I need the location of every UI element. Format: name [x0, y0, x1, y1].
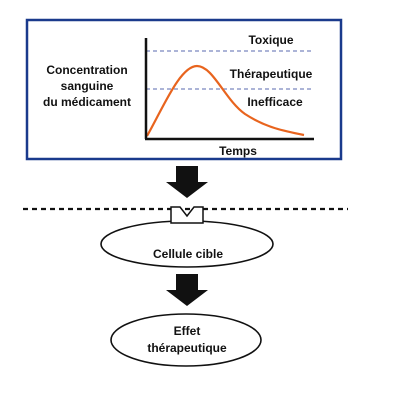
down-arrow-1 [166, 166, 208, 198]
zone-label-therapeutique: Thérapeutique [230, 67, 313, 81]
down-arrow-2 [166, 274, 208, 306]
xlabel-temps: Temps [219, 144, 257, 158]
effet-therapeutique-ellipse [110, 313, 262, 367]
zone-label-toxique: Toxique [248, 33, 293, 47]
ylabel-line-3: du médicament [43, 95, 131, 109]
ylabel-line-1: Concentration [46, 63, 127, 77]
ylabel-line-2: sanguine [61, 79, 114, 93]
cellule-cible-label: Cellule cible [153, 247, 223, 261]
effet-label-line-1: Effet [174, 324, 201, 338]
receptor-shape [170, 206, 204, 224]
effet-label-line-2: thérapeutique [147, 341, 227, 355]
concentration-curve [146, 64, 305, 137]
zone-label-inefficace: Inefficace [247, 95, 303, 109]
